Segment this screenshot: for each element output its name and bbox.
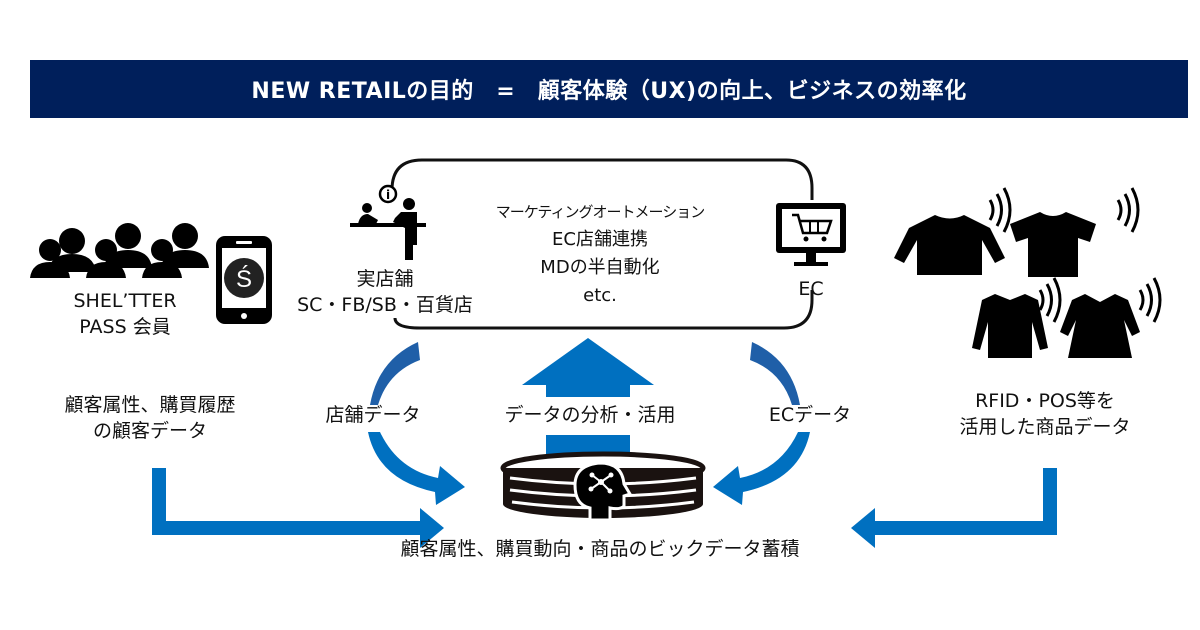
store-data-curved-arrow <box>370 342 420 405</box>
ec-monitor-cart-icon <box>776 203 846 266</box>
customer-data-arrow <box>152 468 444 548</box>
ec-data-curved-arrow <box>750 342 800 405</box>
center-line4: etc. <box>583 285 617 306</box>
store-data-text: 店舗データ <box>325 404 421 426</box>
analysis-arrow-base <box>546 435 630 457</box>
store-data-curved-arrow-lower <box>368 432 465 505</box>
ec-data-text: ECデータ <box>768 404 852 426</box>
product-data-arrow <box>851 468 1057 548</box>
members-label: SHEL’TTER PASS 会員 <box>40 288 210 340</box>
product-line1: RFID・POS等を <box>975 390 1115 412</box>
tshirt-icon <box>1010 212 1096 277</box>
store-counter-icon <box>350 184 426 260</box>
banner-title: NEW RETAILの目的 = 顧客体験（UX)の向上、ビジネスの効率化 <box>251 79 967 104</box>
center-line1: マーケティングオートメーション <box>495 203 706 221</box>
ec-label-text: EC <box>798 278 824 300</box>
center-box-text: マーケティングオートメーション EC店舗連携 MDの半自動化 etc. <box>470 198 730 310</box>
ec-data-curved-arrow-lower <box>713 432 810 505</box>
ai-head-icon <box>573 461 633 522</box>
store-label: 実店舗 SC・FB/SB・百貨店 <box>285 266 485 318</box>
center-line2: EC店舗連携 <box>552 229 648 250</box>
store-line1: 実店舗 <box>356 268 414 290</box>
smartphone-icon <box>216 236 272 324</box>
product-line2: 活用した商品データ <box>959 416 1131 438</box>
analysis-text: データの分析・活用 <box>504 404 676 426</box>
coat-icon <box>1060 294 1140 358</box>
loop-outline <box>390 158 814 330</box>
members-line1: SHEL’TTER <box>73 290 177 312</box>
sweater-icon <box>894 215 1005 275</box>
bigdata-label: 顧客属性、購買動向・商品のビックデータ蓄積 <box>380 536 820 562</box>
info-icon: i <box>386 188 390 202</box>
customer-data-label: 顧客属性、購買履歴 の顧客データ <box>40 392 260 444</box>
cardigan-icon <box>972 294 1048 358</box>
product-data-label: RFID・POS等を 活用した商品データ <box>930 388 1160 440</box>
ec-label: EC <box>776 276 846 302</box>
members-line2: PASS 会員 <box>79 316 171 338</box>
analysis-up-arrow <box>522 338 654 397</box>
rfid-signal-icons <box>988 187 1162 323</box>
customer-data-line2: の顧客データ <box>92 420 207 442</box>
ec-data-label: ECデータ <box>755 402 865 428</box>
title-banner: NEW RETAILの目的 = 顧客体験（UX)の向上、ビジネスの効率化 <box>30 60 1188 118</box>
people-group-icon <box>30 223 209 278</box>
center-line3: MDの半自動化 <box>540 257 660 278</box>
store-data-label: 店舗データ <box>318 402 428 428</box>
analysis-label: データの分析・活用 <box>495 402 685 428</box>
bigdata-text: 顧客属性、購買動向・商品のビックデータ蓄積 <box>400 538 800 560</box>
app-logo-icon: Ś <box>236 265 252 293</box>
customer-data-line1: 顧客属性、購買履歴 <box>64 394 236 416</box>
store-line2: SC・FB/SB・百貨店 <box>297 294 473 316</box>
